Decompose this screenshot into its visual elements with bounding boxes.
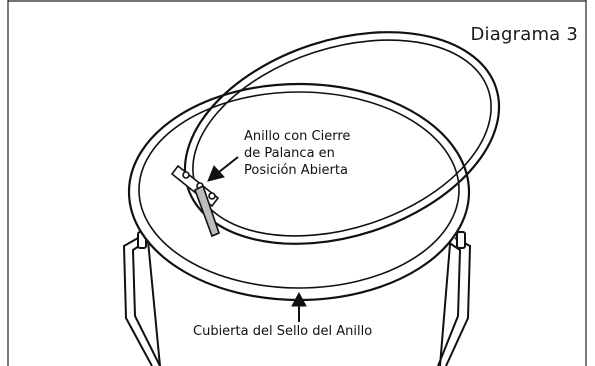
diagram-title: Diagrama 3 bbox=[470, 24, 578, 45]
caption-arrow bbox=[291, 291, 307, 322]
callout-line-2: de Palanca en bbox=[244, 146, 335, 161]
callout-arrow bbox=[207, 156, 239, 182]
lever-callout-label: Anillo con Cierre de Palanca en Posición… bbox=[244, 128, 414, 179]
seal-cover-caption: Cubierta del Sello del Anillo bbox=[193, 324, 373, 339]
pot-body bbox=[145, 219, 453, 366]
pot-right-handle bbox=[437, 231, 472, 366]
pot-rim-outer bbox=[127, 82, 471, 302]
callout-line-1: Anillo con Cierre bbox=[244, 129, 351, 144]
pot-rim-inner bbox=[138, 91, 460, 289]
pot-left-handle bbox=[122, 231, 161, 366]
callout-line-3: Posición Abierta bbox=[244, 163, 348, 178]
lever-clasp bbox=[170, 164, 220, 238]
lock-ring-outer bbox=[183, 31, 501, 245]
